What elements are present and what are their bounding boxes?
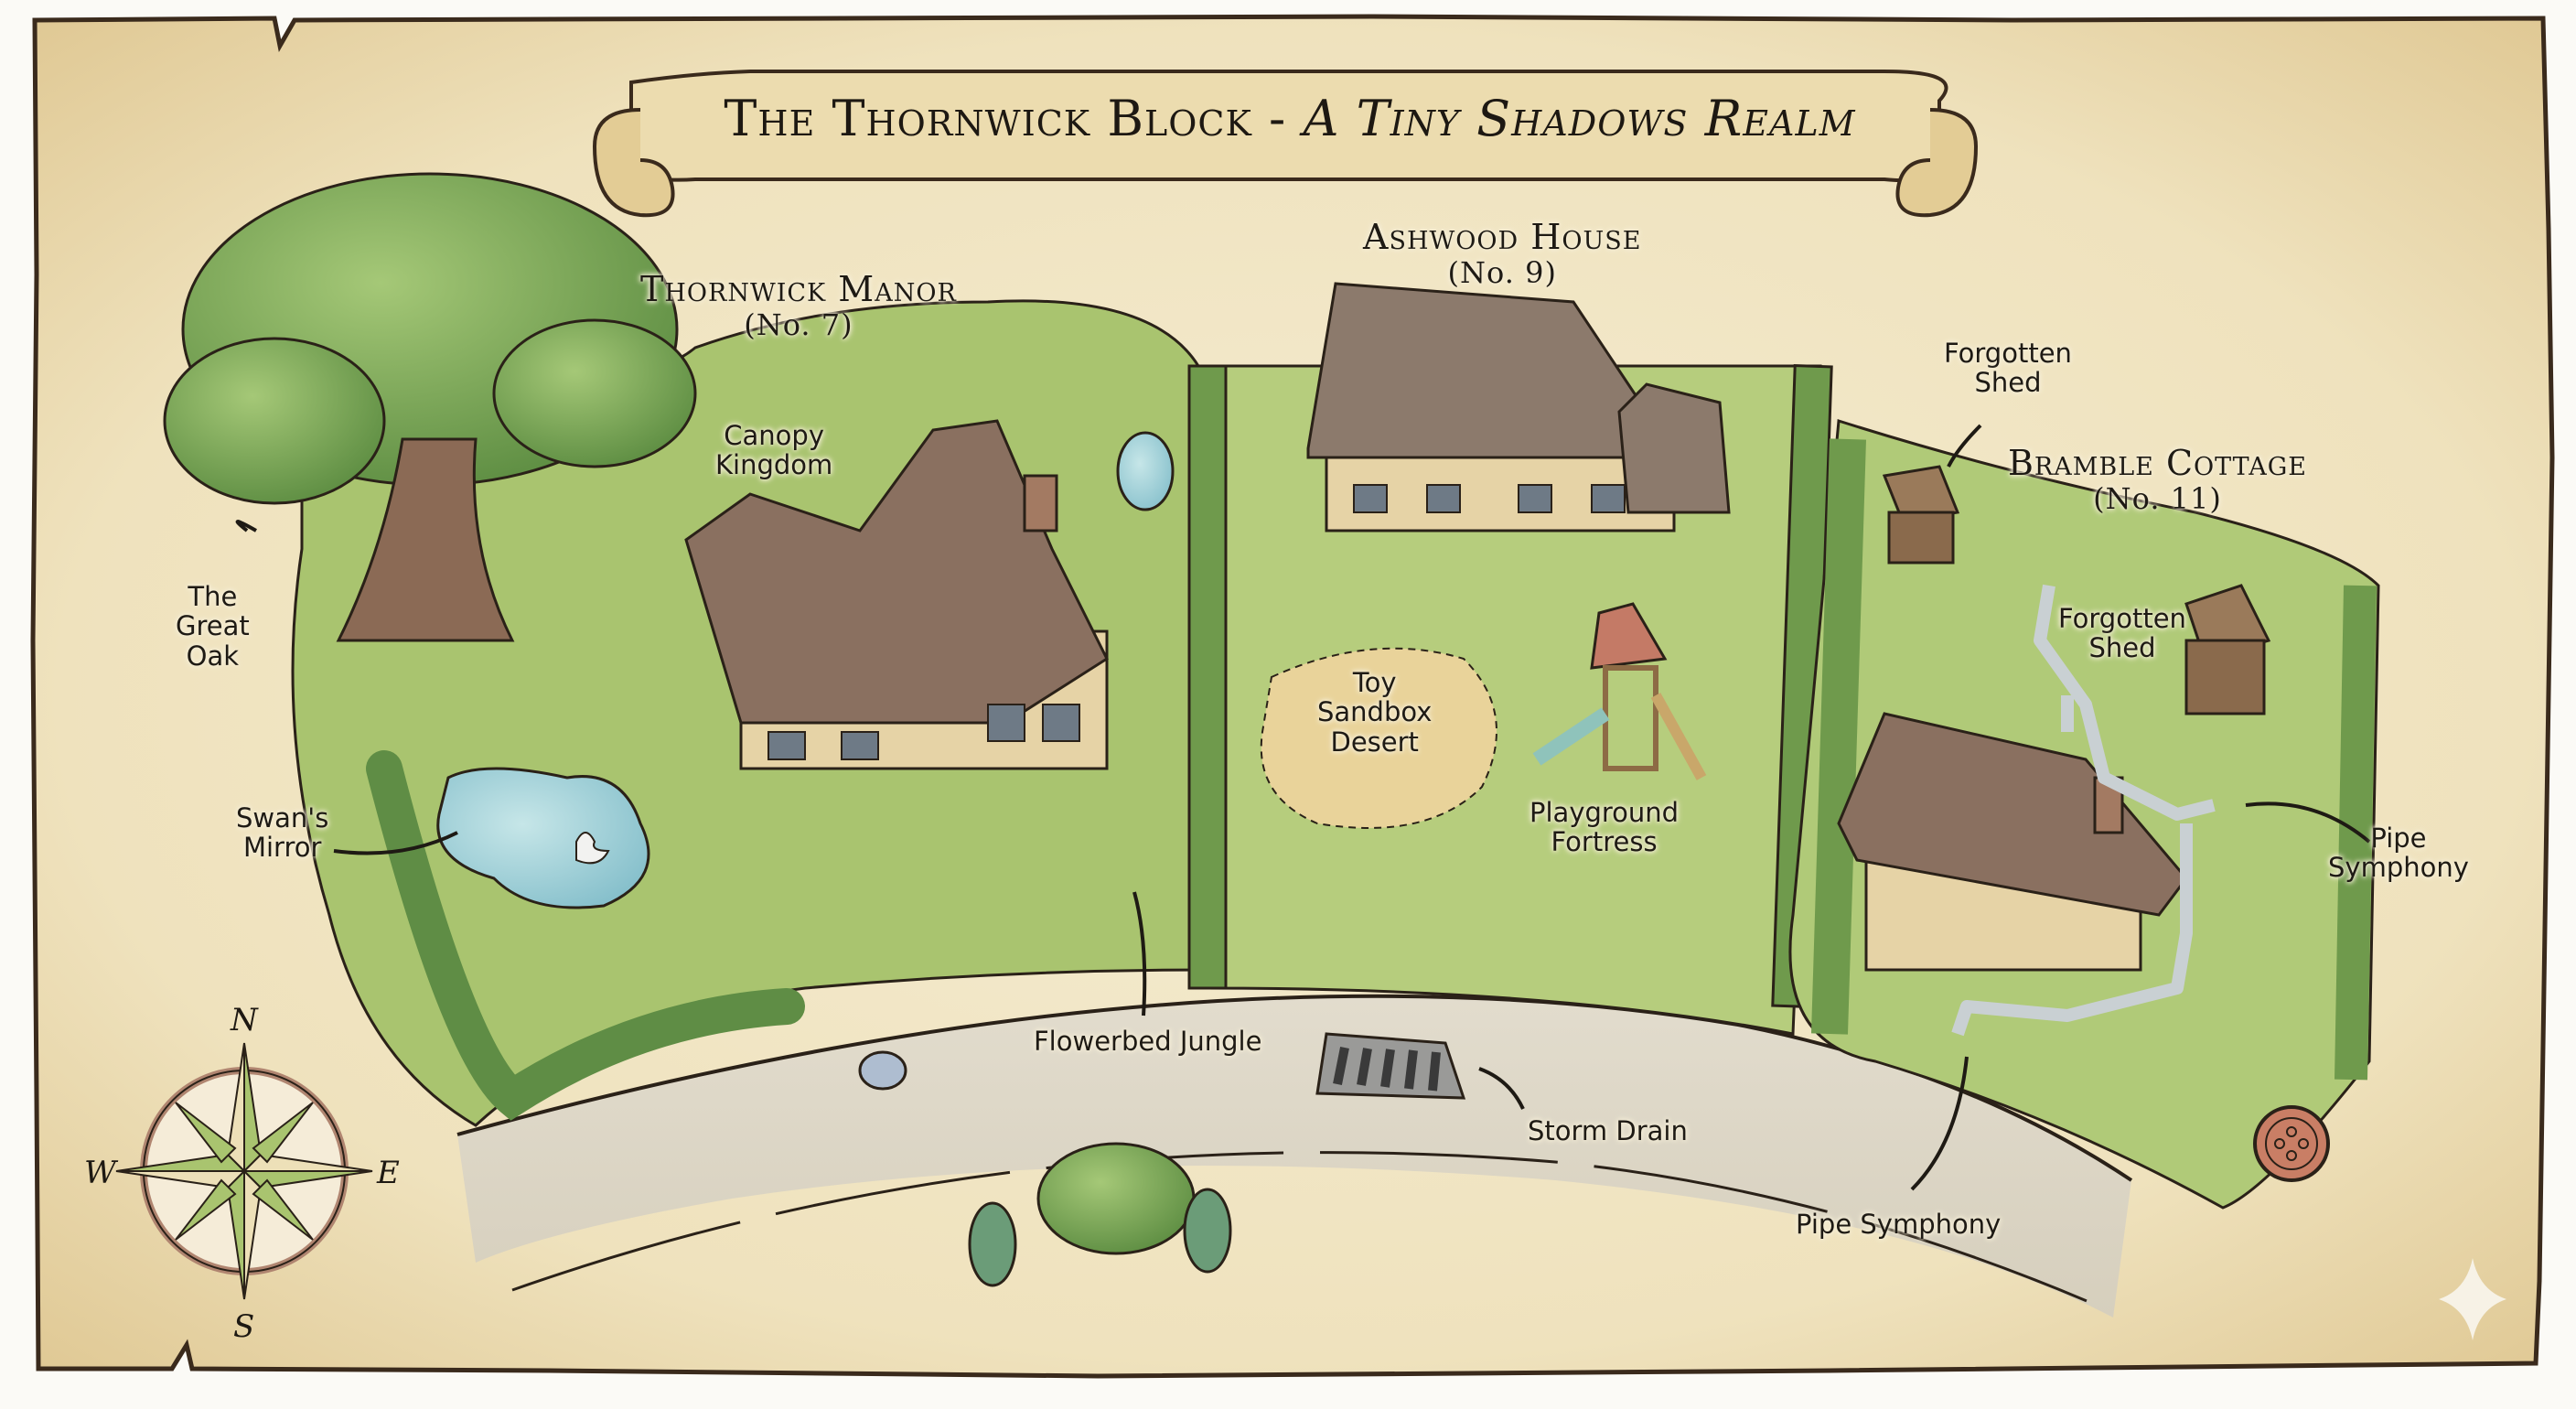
forgotten-shed-top — [1882, 465, 1960, 565]
label-line: Canopy — [724, 420, 824, 451]
compass-south-label: S — [233, 1308, 255, 1345]
label-line: Sandbox — [1317, 696, 1433, 728]
label-thornwick-manor: Thornwick Manor (No. 7) — [640, 270, 957, 341]
house-number: (No. 7) — [744, 307, 853, 342]
label-great-oak: The Great Oak — [176, 581, 250, 672]
label-storm-drain: Storm Drain — [1528, 1115, 1688, 1146]
forgotten-shed-yard — [2184, 584, 2271, 715]
label-line: Great — [176, 610, 250, 642]
label-toy-sandbox-desert: Toy Sandbox Desert — [1317, 667, 1433, 758]
house-number: (No. 11) — [2093, 480, 2222, 516]
thornwick-manor-building — [684, 419, 1109, 770]
label-line: Fortress — [1551, 826, 1658, 858]
label-line: Mirror — [242, 832, 322, 864]
swans-mirror-pond — [436, 767, 650, 909]
playground-fortress — [1532, 602, 1707, 780]
map-title: The Thornwick Block - A Tiny Shadows Rea… — [677, 90, 1903, 147]
small-pool — [1116, 431, 1175, 511]
compass-rose — [115, 1042, 373, 1300]
sandbox-area — [1260, 647, 1497, 829]
label-line: Forgotten — [1944, 338, 2072, 369]
title-subtitle: A Tiny Shadows Realm — [1303, 90, 1856, 147]
lot-ashwood-house — [1187, 363, 1833, 1036]
ashwood-house-building — [1306, 282, 1731, 532]
house-name: Thornwick Manor — [640, 269, 957, 309]
storm-drain-grate — [1315, 1032, 1466, 1100]
bottle-cap-item — [858, 1050, 907, 1091]
label-line: Pipe — [2370, 823, 2427, 854]
label-line: The — [188, 581, 238, 612]
label-line: Shed — [1974, 367, 2042, 399]
label-line: Oak — [186, 640, 240, 672]
label-line: Desert — [1330, 726, 1419, 758]
compass-north-label: N — [231, 1002, 258, 1038]
house-name: Bramble Cottage — [2008, 443, 2307, 483]
label-flowerbed-jungle: Flowerbed Jungle — [1034, 1026, 1262, 1057]
house-name: Ashwood House — [1363, 217, 1642, 257]
house-number: (No. 9) — [1447, 254, 1557, 290]
label-canopy-kingdom: Canopy Kingdom — [715, 421, 832, 480]
label-pipe-symphony-bottom: Pipe Symphony — [1796, 1209, 2002, 1240]
great-oak-tree — [163, 172, 697, 642]
roadside-trees — [968, 1142, 1232, 1287]
sparkle-watermark-icon — [2439, 1258, 2506, 1340]
label-line: Kingdom — [715, 449, 833, 481]
label-swans-mirror: Swan's Mirror — [236, 803, 328, 863]
label-forgotten-shed-top: Forgotten Shed — [1944, 339, 2072, 398]
label-line: Forgotten — [2058, 603, 2186, 634]
label-forgotten-shed-yard: Forgotten Shed — [2058, 604, 2186, 663]
label-ashwood-house: Ashwood House (No. 9) — [1363, 218, 1641, 289]
pipe-symphony-pipes — [1951, 584, 2216, 1037]
title-separator: - — [1269, 90, 1287, 147]
label-playground-fortress: Playground Fortress — [1530, 798, 1679, 857]
label-pipe-symphony-right: Pipe Symphony — [2328, 823, 2469, 883]
label-line: Playground — [1530, 797, 1680, 828]
compass-west-label: W — [84, 1155, 116, 1191]
label-line: Symphony — [2328, 852, 2469, 884]
compass-east-label: E — [377, 1155, 400, 1191]
label-line: Shed — [2088, 632, 2156, 664]
label-line: Swan's — [236, 802, 329, 834]
label-bramble-cottage: Bramble Cottage (No. 11) — [2008, 444, 2307, 515]
red-button-item — [2253, 1105, 2330, 1182]
label-line: Toy — [1352, 667, 1397, 698]
callout-lines — [235, 424, 2371, 1191]
title-main: The Thornwick Block — [724, 90, 1252, 147]
title-banner — [592, 70, 1979, 218]
